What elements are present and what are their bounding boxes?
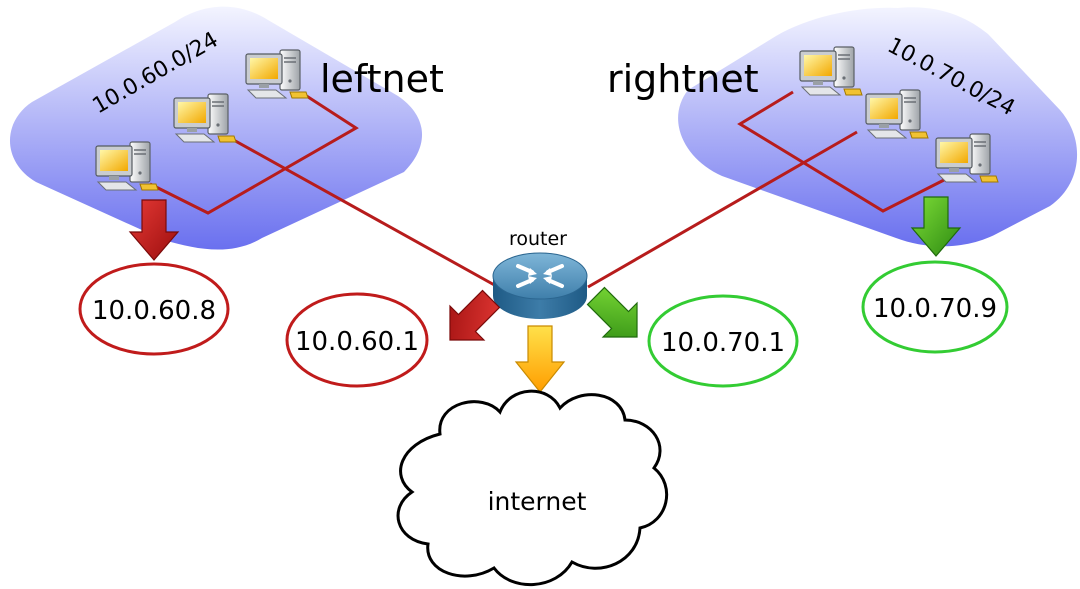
rightnet-host-ip: 10.0.70.9 — [873, 294, 997, 324]
internet-label: internet — [488, 487, 587, 516]
router-right-ip-ellipse — [647, 294, 799, 388]
router-internet-arrow — [514, 325, 566, 393]
router-left-ip: 10.0.60.1 — [295, 327, 419, 357]
router-right-arrow — [586, 286, 638, 338]
router-right-ip: 10.0.70.1 — [661, 328, 785, 358]
router-left-ip-ellipse — [285, 292, 429, 388]
cloud-icon — [396, 389, 669, 587]
rightnet-host-ip-ellipse — [861, 260, 1009, 354]
router-icon — [492, 252, 588, 319]
rightnet-name: rightnet — [607, 57, 759, 101]
router-label: router — [509, 228, 567, 250]
leftnet-name: leftnet — [320, 57, 444, 101]
leftnet-host-ip: 10.0.60.8 — [92, 296, 216, 326]
leftnet-host-arrow — [128, 199, 180, 261]
left-lan-cable — [149, 93, 499, 289]
right-lan-cable — [587, 90, 945, 289]
rightnet-cloud — [678, 7, 1078, 247]
router-left-arrow — [449, 289, 501, 341]
leftnet-host-ip-ellipse — [78, 262, 230, 356]
rightnet-host-arrow — [910, 196, 962, 257]
